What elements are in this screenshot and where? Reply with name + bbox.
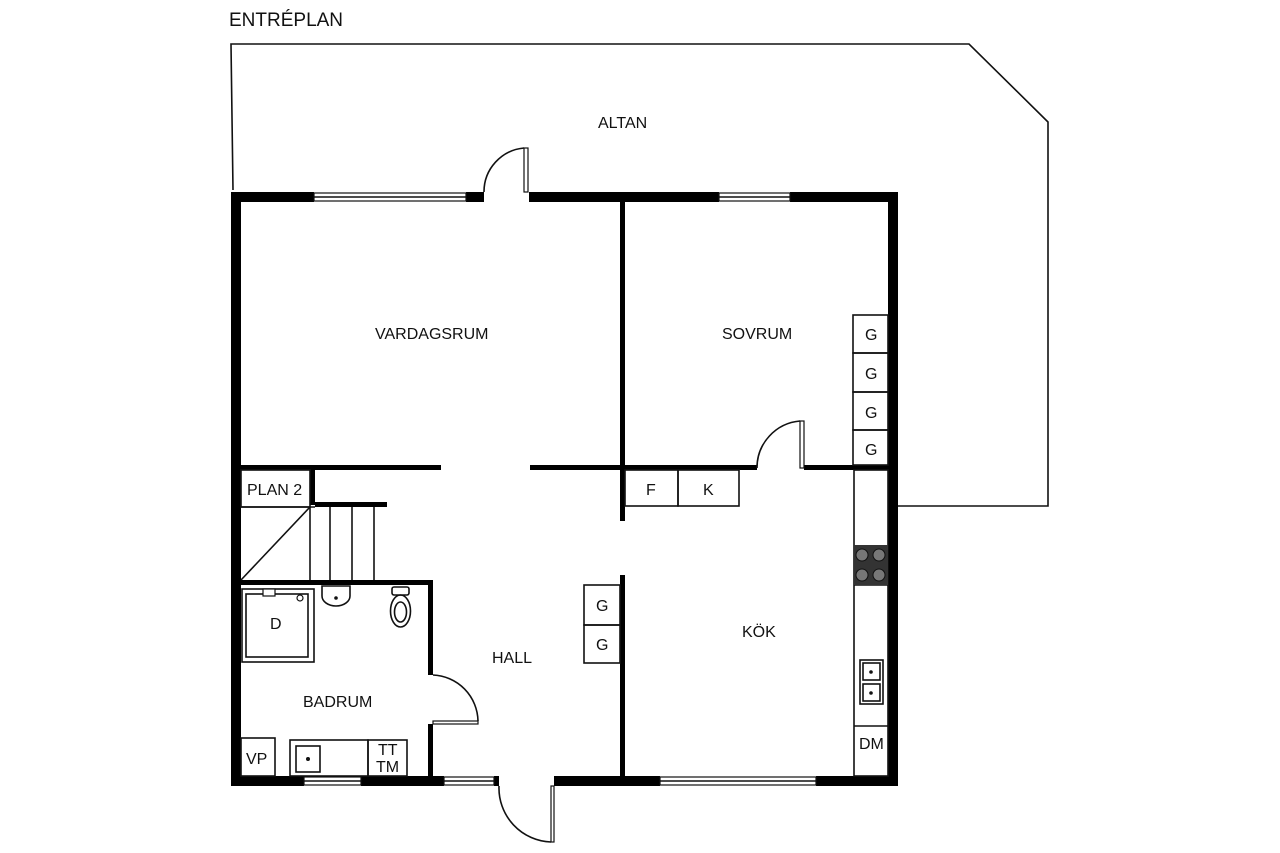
fridge-freezer: F K [624, 469, 740, 507]
dryer-label: TT [378, 742, 398, 759]
wardrobe-label: G [865, 405, 877, 422]
interior-walls [241, 202, 888, 776]
washbasin-icon [321, 585, 351, 607]
washing-machine-label: TM [376, 759, 399, 776]
terrace-outline [230, 43, 1049, 507]
kitchen-sink-icon [859, 659, 884, 705]
stove-icon [854, 545, 888, 585]
wardrobe-hall: G G [583, 584, 621, 664]
wardrobe-label: G [596, 637, 608, 654]
plan-title: ENTRÉPLAN [229, 10, 343, 31]
heat-pump-label: VP [246, 751, 267, 768]
exterior-walls [231, 192, 898, 786]
door-entrance[interactable] [498, 785, 555, 843]
toilet-icon [389, 586, 412, 628]
room-label-badrum: BADRUM [303, 694, 372, 711]
dishwasher-label: DM [859, 736, 884, 753]
door-altan[interactable] [483, 147, 529, 193]
room-label-altan: ALTAN [598, 115, 647, 132]
wardrobe-label: G [596, 598, 608, 615]
room-label-kok: KÖK [742, 623, 776, 641]
kitchen-counter [853, 469, 889, 777]
room-label-vardagsrum: VARDAGSRUM [375, 326, 489, 343]
wardrobe-sovrum: G G G G [852, 314, 889, 466]
windows [303, 192, 817, 786]
door-sovrum[interactable] [756, 420, 805, 469]
freezer-label: F [646, 482, 656, 499]
door-badrum[interactable] [432, 674, 479, 725]
shower-label: D [270, 616, 282, 633]
room-label-plan2: PLAN 2 [247, 482, 302, 499]
shower-icon [241, 588, 315, 663]
room-label-sovrum: SOVRUM [722, 326, 792, 343]
wardrobe-label: G [865, 327, 877, 344]
bathroom-cabinet [240, 737, 408, 777]
staircase [240, 469, 375, 581]
room-label-hall: HALL [492, 650, 532, 667]
wardrobe-label: G [865, 442, 877, 459]
wardrobe-label: G [865, 366, 877, 383]
fridge-label: K [703, 482, 714, 499]
